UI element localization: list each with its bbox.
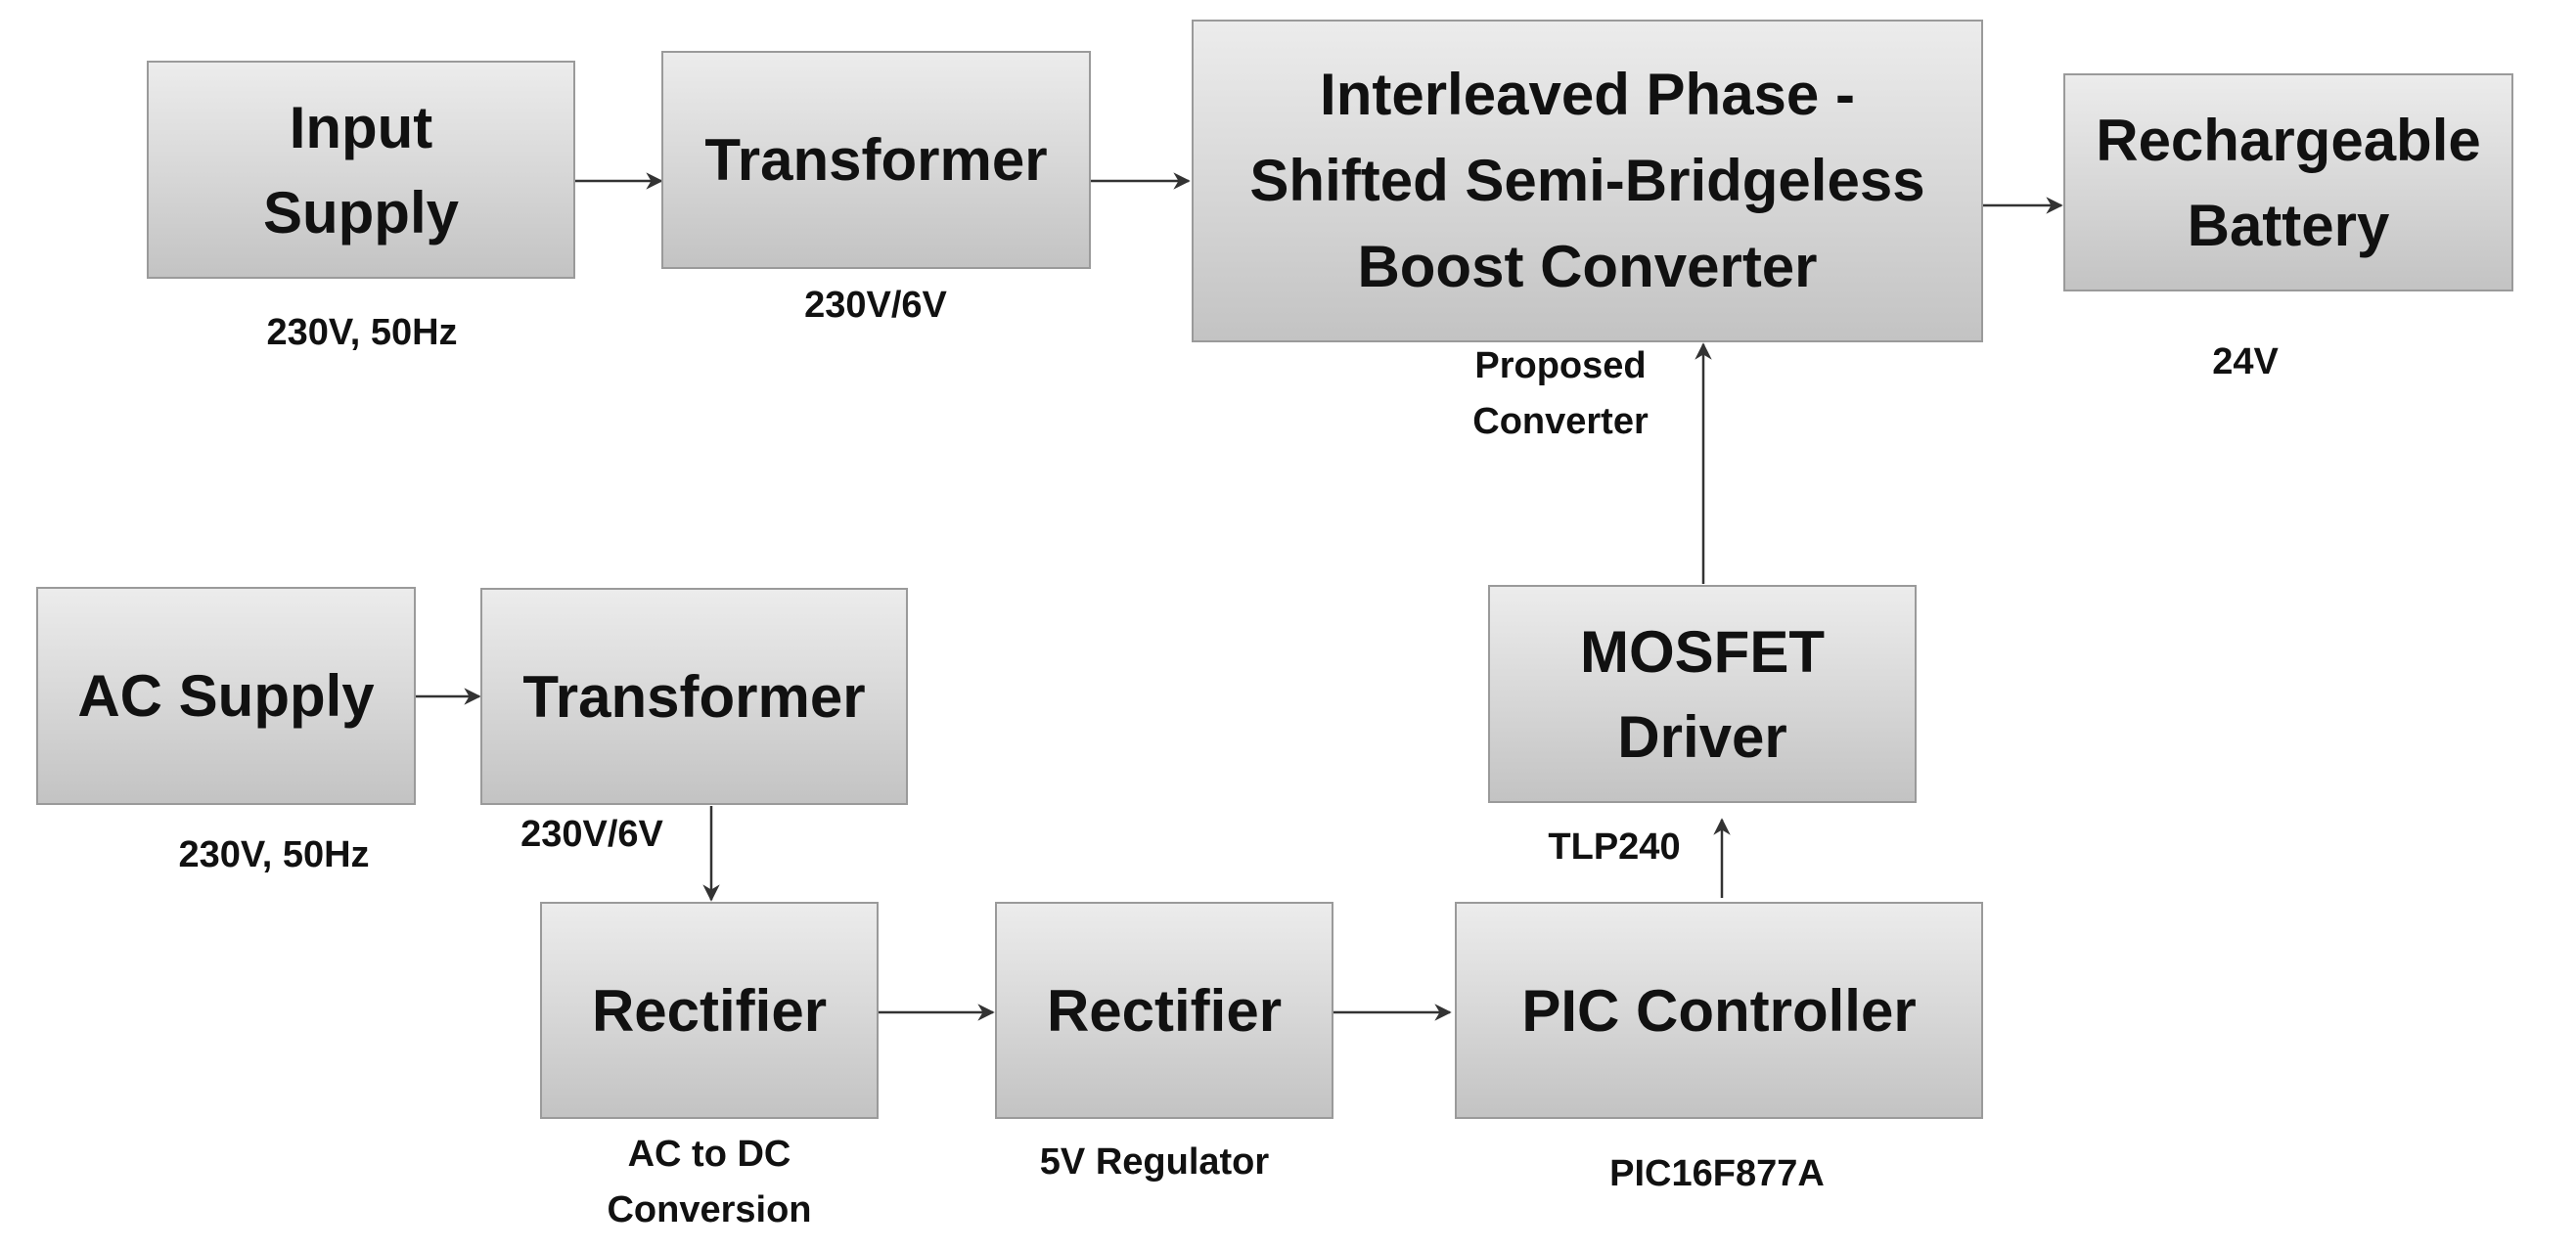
converter-block: Interleaved Phase - Shifted Semi-Bridgel…	[1192, 20, 1983, 342]
rectifier-2-block: Rectifier	[995, 902, 1333, 1119]
rectifier-1-caption: AC to DC Conversion	[607, 1134, 812, 1230]
transformer-bottom-block: Transformer	[480, 588, 908, 805]
converter-caption: Proposed Converter	[1472, 345, 1649, 442]
input-supply-rating: 230V, 50Hz	[266, 312, 458, 353]
ac-supply-label: AC Supply	[77, 663, 375, 729]
input-supply-label: Input Supply	[262, 94, 459, 246]
transformer-top-block: Transformer	[661, 51, 1091, 269]
rectifier-2-caption: 5V Regulator	[1039, 1141, 1270, 1183]
transformer-top-label: Transformer	[704, 127, 1048, 193]
rectifier-2-label: Rectifier	[1046, 977, 1283, 1044]
battery-voltage: 24V	[2212, 341, 2279, 382]
transformer-bottom-label: Transformer	[522, 663, 866, 730]
pic-controller-label: PIC Controller	[1521, 977, 1917, 1044]
converter-label: Interleaved Phase - Shifted Semi-Bridgel…	[1249, 61, 1925, 300]
mosfet-driver-block: MOSFET Driver	[1488, 585, 1917, 803]
rectifier-1-label: Rectifier	[591, 977, 828, 1044]
rectifier-1-block: Rectifier	[540, 902, 879, 1119]
transformer-top-ratio: 230V/6V	[804, 285, 947, 326]
pic-controller-part: PIC16F877A	[1609, 1153, 1825, 1194]
mosfet-driver-part: TLP240	[1548, 827, 1681, 868]
battery-label: Rechargeable Battery	[2096, 107, 2481, 258]
pic-controller-block: PIC Controller	[1455, 902, 1983, 1119]
mosfet-driver-label: MOSFET Driver	[1580, 618, 1825, 770]
ac-supply-block: AC Supply	[36, 587, 416, 805]
ac-supply-rating: 230V, 50Hz	[178, 834, 370, 875]
transformer-bottom-ratio: 230V/6V	[520, 814, 663, 855]
battery-block: Rechargeable Battery	[2063, 73, 2513, 291]
input-supply-block: Input Supply	[147, 61, 575, 279]
